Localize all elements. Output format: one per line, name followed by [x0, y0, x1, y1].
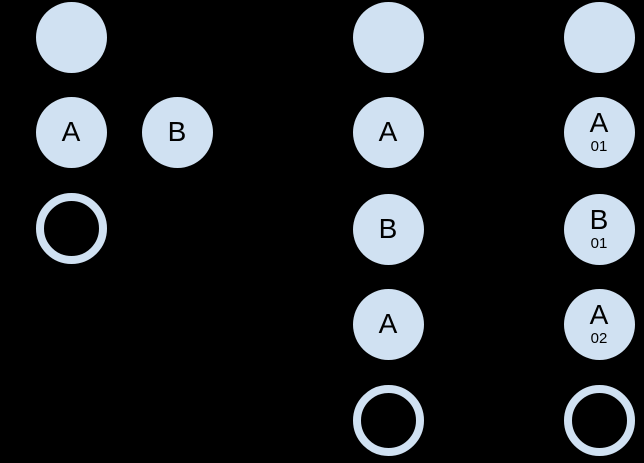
labeled-node[interactable]: A	[352, 288, 424, 360]
labeled-node[interactable]: B	[352, 193, 424, 265]
labeled-node[interactable]: A	[352, 96, 424, 168]
ring-node[interactable]	[352, 384, 424, 456]
node-label: A	[378, 308, 398, 339]
labeled-node[interactable]: A	[35, 96, 107, 168]
node-label: A	[589, 106, 609, 138]
empty-node[interactable]	[563, 1, 635, 73]
node-label: B	[589, 203, 609, 235]
node-sublabel: 02	[590, 329, 608, 347]
node-label: B	[378, 213, 398, 244]
node-label: B	[167, 116, 187, 147]
node-label: A	[589, 298, 609, 330]
ring-node[interactable]	[35, 192, 107, 264]
node-label: A	[378, 116, 398, 147]
node-sublabel: 01	[590, 137, 608, 155]
empty-node[interactable]	[352, 1, 424, 73]
labeled-node[interactable]: B	[141, 96, 213, 168]
node-sublabel: 01	[590, 234, 608, 252]
ring-node[interactable]	[563, 384, 635, 456]
node-label: A	[61, 116, 81, 147]
empty-node[interactable]	[35, 1, 107, 73]
